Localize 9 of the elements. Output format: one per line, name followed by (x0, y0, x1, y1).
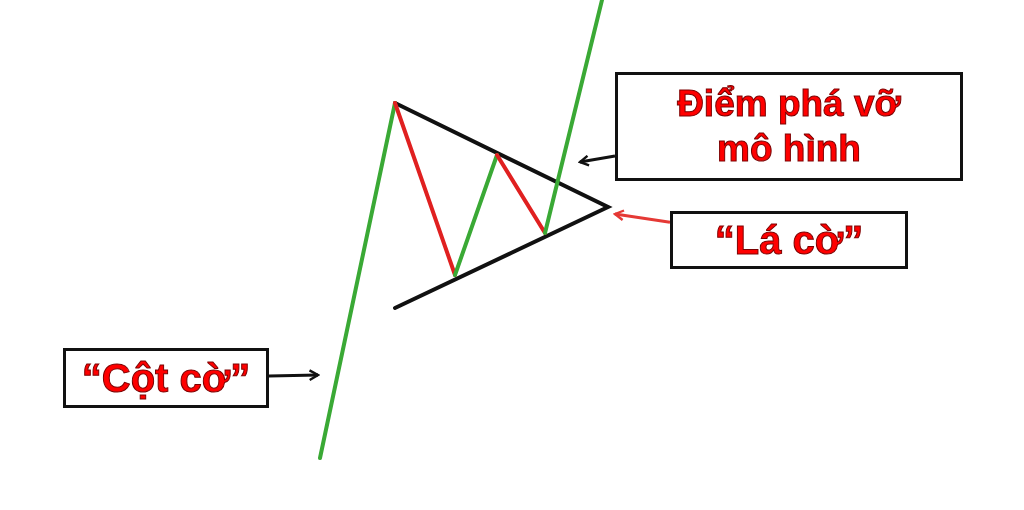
leader-arrow (268, 369, 320, 382)
callout-text: “Lá cờ” (714, 217, 864, 264)
leader-arrow (578, 154, 616, 167)
leader-arrow (613, 209, 671, 224)
label-box (615, 72, 963, 181)
label-box (670, 211, 908, 269)
callout-text: Điểm phá vỡ mô hình (676, 82, 902, 171)
callout-text: “Cột cờ” (81, 355, 251, 402)
label-box (63, 348, 269, 408)
